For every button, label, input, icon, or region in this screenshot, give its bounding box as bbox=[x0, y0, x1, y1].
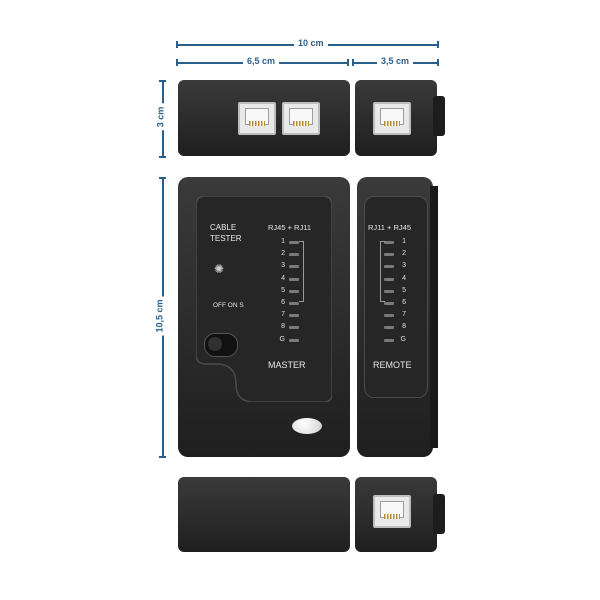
pin-led bbox=[384, 265, 394, 269]
master-pin-bracket bbox=[299, 241, 304, 302]
pin-led bbox=[384, 289, 394, 293]
pin-led bbox=[289, 326, 299, 330]
master-connector-header: RJ45 + RJ11 bbox=[268, 223, 312, 232]
top-height-label: 3 cm bbox=[155, 103, 166, 131]
test-button[interactable] bbox=[292, 418, 322, 434]
pin-number: 7 bbox=[281, 311, 285, 319]
pin-led bbox=[289, 289, 299, 293]
pin-number: 3 bbox=[402, 262, 406, 270]
pin-number: 6 bbox=[281, 299, 285, 306]
remote-front-panel bbox=[364, 196, 428, 398]
pin-number: 4 bbox=[402, 274, 406, 282]
pin-number: 7 bbox=[402, 311, 406, 319]
pin-led bbox=[384, 314, 394, 318]
pin-led bbox=[289, 314, 299, 318]
title-line1: CABLE bbox=[210, 223, 237, 232]
remote-connector-header: RJ11 + RJ45 bbox=[368, 223, 412, 232]
remote-width-label: 3,5 cm bbox=[377, 56, 414, 66]
pin-number: 2 bbox=[402, 250, 406, 258]
pin-led bbox=[289, 241, 299, 244]
remote-rj45-port bbox=[373, 102, 411, 135]
master-width-label: 6,5 cm bbox=[243, 56, 280, 66]
pin-led bbox=[384, 338, 394, 342]
pin-led bbox=[384, 326, 394, 330]
total-width-label: 10 cm bbox=[294, 38, 328, 48]
pin-number: 8 bbox=[281, 323, 285, 331]
pin-number: 8 bbox=[402, 323, 406, 331]
power-switch[interactable] bbox=[204, 333, 238, 357]
pin-led bbox=[384, 302, 394, 305]
front-height-label: 10,5 cm bbox=[154, 296, 165, 336]
pin-number: 4 bbox=[281, 274, 285, 282]
pin-led bbox=[384, 253, 394, 257]
power-led-icon: ✺ bbox=[214, 262, 225, 276]
pin-led bbox=[289, 338, 299, 342]
pin-led bbox=[384, 277, 394, 281]
pin-number: 1 bbox=[281, 238, 285, 245]
pin-led bbox=[289, 277, 299, 281]
master-unit-label: MASTER bbox=[268, 360, 306, 370]
switch-label: OFF ON S bbox=[213, 302, 244, 309]
remote-bottom-rj45-port bbox=[373, 495, 411, 528]
pin-number: 1 bbox=[402, 238, 406, 245]
pin-number: G bbox=[279, 335, 285, 343]
rj45-port-1 bbox=[238, 102, 276, 135]
pin-led bbox=[384, 241, 394, 244]
remote-unit-label: REMOTE bbox=[373, 360, 412, 370]
rj45-port-2 bbox=[282, 102, 320, 135]
remote-side-clip bbox=[433, 96, 445, 136]
pin-led bbox=[289, 302, 299, 305]
pin-number: 6 bbox=[402, 299, 406, 306]
switch-knob[interactable] bbox=[208, 337, 222, 351]
remote-pin-bracket bbox=[380, 241, 385, 302]
remote-bottom-clip bbox=[433, 494, 445, 534]
master-bottom-body bbox=[178, 477, 350, 552]
pin-number: 5 bbox=[281, 286, 285, 294]
pin-number: 3 bbox=[281, 262, 285, 270]
pin-number: 2 bbox=[281, 250, 285, 258]
title-line2: TESTER bbox=[210, 234, 242, 243]
pin-number: G bbox=[400, 335, 406, 343]
remote-side-edge bbox=[430, 186, 438, 448]
pin-led bbox=[289, 253, 299, 257]
pin-number: 5 bbox=[402, 286, 406, 294]
pin-led bbox=[289, 265, 299, 269]
